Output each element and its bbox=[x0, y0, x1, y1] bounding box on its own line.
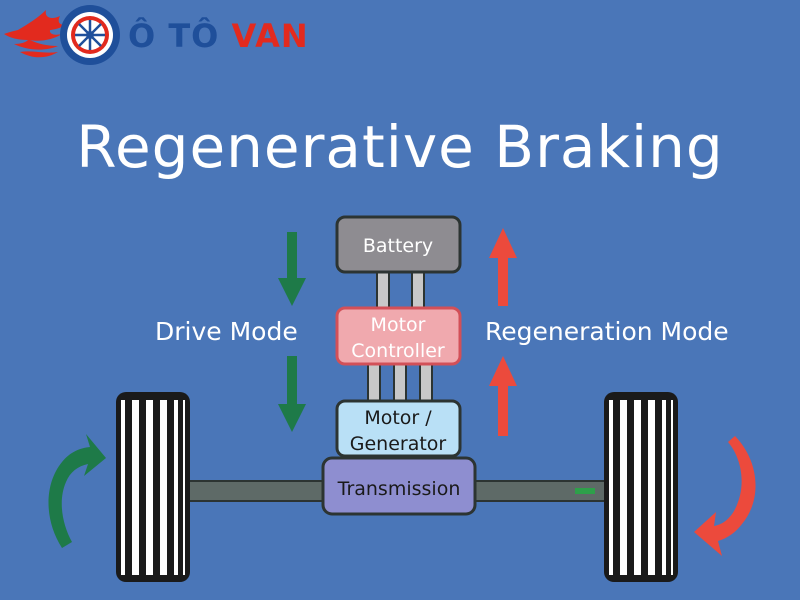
drive-arrow-down-icon bbox=[278, 356, 306, 432]
drive-rotation-arrow-icon bbox=[48, 434, 106, 548]
brand-name: Ô TÔ VAN bbox=[128, 16, 309, 56]
motor-generator-box bbox=[335, 399, 462, 458]
page-title: Regenerative Braking bbox=[76, 113, 724, 181]
controller-motor-cables bbox=[367, 361, 433, 405]
transmission-box bbox=[321, 456, 477, 516]
regen-rotation-arrow-icon bbox=[694, 436, 756, 556]
drive-arrows bbox=[278, 232, 306, 432]
regen-arrows bbox=[489, 228, 517, 436]
right-wheel bbox=[604, 392, 678, 582]
motor-controller-box bbox=[335, 306, 462, 366]
regen-arrow-up-icon bbox=[489, 228, 517, 306]
wheel-flame-icon bbox=[4, 5, 120, 65]
drive-arrow-down-icon bbox=[278, 232, 306, 306]
battery-box bbox=[335, 215, 462, 274]
brand-prefix: Ô TÔ bbox=[128, 17, 232, 55]
motor-controller-label-line1: Motor bbox=[371, 314, 426, 336]
motor-controller-label-line2: Controller bbox=[351, 340, 445, 362]
left-wheel bbox=[116, 392, 190, 582]
regeneration-mode-label: Regeneration Mode bbox=[485, 317, 729, 346]
drive-mode-label: Drive Mode bbox=[155, 317, 298, 346]
motor-generator-label-line2: Generator bbox=[350, 433, 447, 455]
axle-marker bbox=[575, 488, 595, 494]
motor-generator-label-line1: Motor / bbox=[364, 407, 432, 429]
battery-controller-cables bbox=[376, 269, 425, 313]
brand-suffix: VAN bbox=[231, 17, 309, 55]
brand-logo[interactable]: Ô TÔ VAN bbox=[0, 0, 308, 70]
battery-label: Battery bbox=[363, 235, 433, 257]
transmission-label: Transmission bbox=[337, 478, 461, 500]
regen-arrow-up-icon bbox=[489, 356, 517, 436]
